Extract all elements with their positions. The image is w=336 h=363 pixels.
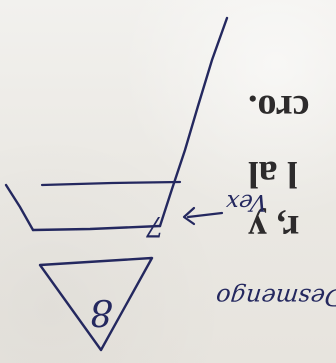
upper-handwritten-label: Vex [224, 189, 269, 215]
upper-shape-bottom-edge [31, 224, 162, 232]
upper-handwritten-number: 7 [146, 210, 164, 243]
upper-shape-left-edge [4, 183, 35, 232]
upper-shape-right-edge [158, 16, 229, 228]
lower-handwritten-label: Desmengo [214, 283, 336, 311]
lower-handwritten-number: 8 [90, 291, 113, 332]
arrow-head [182, 206, 196, 226]
upper-shape-crossbar [40, 180, 182, 187]
arrow-stem [186, 211, 224, 219]
lower-triangle [38, 256, 154, 352]
